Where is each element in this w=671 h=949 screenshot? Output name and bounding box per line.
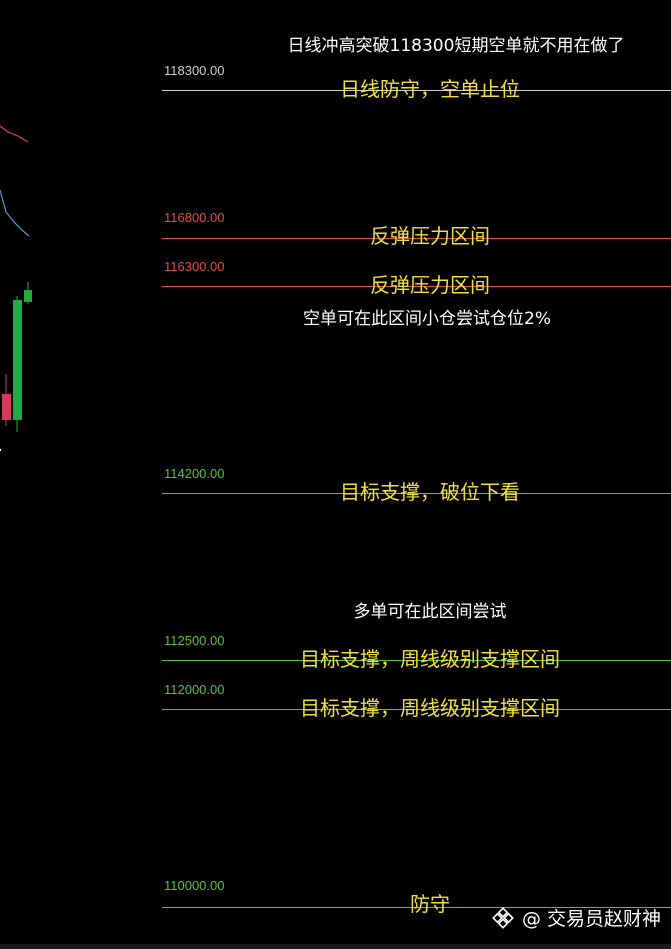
price-label-110000: 110000.00 — [164, 878, 225, 893]
bottom-bar — [0, 944, 671, 949]
level-line-116800[interactable] — [162, 238, 671, 239]
note-top-breakout: 日线冲高突破118300短期空单就不用在做了 — [287, 36, 625, 56]
price-label-116800: 116800.00 — [164, 210, 225, 225]
annotation-116300: 反弹压力区间 — [370, 273, 490, 297]
note-long-zone: 多单可在此区间尝试 — [353, 602, 507, 622]
candle-up — [13, 300, 22, 420]
watermark: @ 交易员赵财神 — [492, 907, 661, 931]
price-dot — [0, 448, 2, 452]
level-line-110000[interactable] — [162, 907, 671, 908]
annotation-112000: 目标支撑，周线级别支撑区间 — [300, 696, 560, 720]
price-label-112000: 112000.00 — [164, 682, 225, 697]
level-line-114200[interactable] — [162, 493, 671, 494]
price-label-114200: 114200.00 — [164, 466, 225, 481]
price-label-116300: 116300.00 — [164, 259, 225, 274]
level-line-116300[interactable] — [162, 286, 671, 287]
level-line-118300[interactable] — [162, 90, 671, 91]
price-label-112500: 112500.00 — [164, 633, 225, 648]
candle-down — [2, 394, 11, 420]
binance-square-icon — [492, 907, 514, 929]
ma-line-red — [0, 125, 29, 143]
annotation-112500: 目标支撑，周线级别支撑区间 — [300, 647, 560, 671]
level-line-112000[interactable] — [162, 709, 671, 710]
annotation-118300: 日线防守，空单止位 — [340, 77, 520, 101]
annotation-116800: 反弹压力区间 — [370, 224, 490, 248]
annotation-110000: 防守 — [410, 892, 450, 916]
level-line-112500[interactable] — [162, 660, 671, 661]
watermark-text: @ 交易员赵财神 — [521, 908, 661, 930]
candle-up — [24, 290, 32, 302]
note-short-zone: 空单可在此区间小仓尝试仓位2% — [303, 309, 551, 329]
price-label-118300: 118300.00 — [164, 63, 225, 78]
annotation-114200: 目标支撑，破位下看 — [340, 480, 520, 504]
ma-line-blue — [0, 189, 30, 237]
